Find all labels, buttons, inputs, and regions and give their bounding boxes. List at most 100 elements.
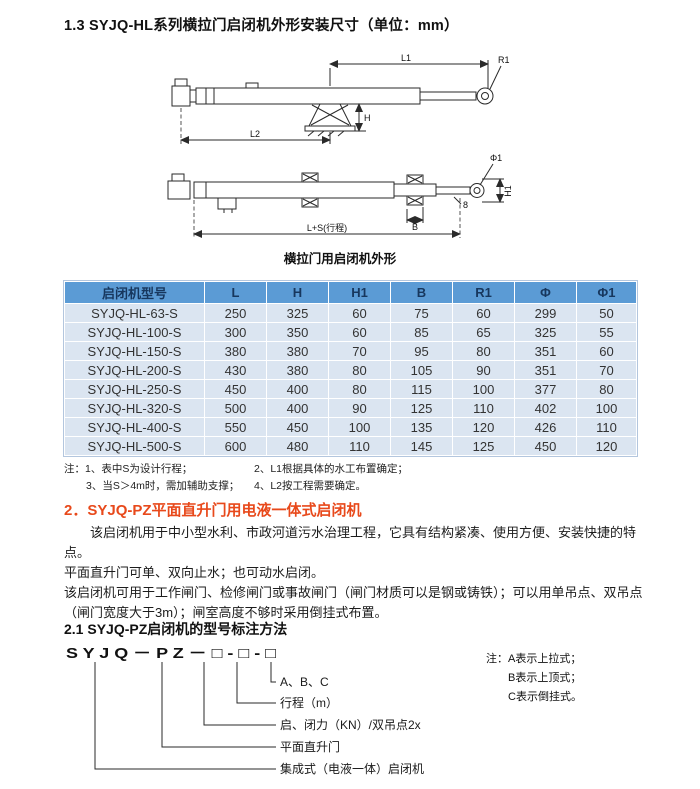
model-label-gate-type: 平面直升门 xyxy=(280,739,340,754)
dimension-cell: 60 xyxy=(328,322,391,342)
table-notes: 注：1、表中S为设计行程； 2、L1根据具体的水工布置确定； 3、当S＞4m时，… xyxy=(64,461,636,495)
dimension-cell: 125 xyxy=(452,436,515,456)
dimension-8: 8 xyxy=(453,196,468,210)
dimension-cell: 250 xyxy=(204,303,267,323)
dimension-cell: 380 xyxy=(266,341,329,361)
dimension-cell: 325 xyxy=(514,322,577,342)
dimension-cell: 145 xyxy=(390,436,453,456)
note-1: 注：1、表中S为设计行程； xyxy=(64,463,193,475)
dim-label-phi1: Φ1 xyxy=(490,153,502,163)
motor xyxy=(171,78,197,107)
dimension-cell: 90 xyxy=(452,360,515,380)
dimension-cell: 55 xyxy=(576,322,637,342)
dimension-h1: H1 xyxy=(482,178,513,203)
model-label-machine-type: 集成式（电液一体）启闭机 xyxy=(280,761,424,776)
dimension-cell: 100 xyxy=(328,417,391,437)
dimension-cell: 80 xyxy=(328,360,391,380)
guide-tube xyxy=(393,183,437,197)
dimension-cell: 400 xyxy=(266,379,329,399)
dimension-r1: R1 xyxy=(489,55,510,90)
dimension-cell: 100 xyxy=(576,398,637,418)
dimension-cell: 325 xyxy=(266,303,329,323)
dimension-cell: 450 xyxy=(514,436,577,456)
column-header: 启闭机型号 xyxy=(64,281,205,304)
dim-label-8: 8 xyxy=(463,200,468,210)
column-header: B xyxy=(390,281,453,304)
model-name-cell: SYJQ-HL-400-S xyxy=(64,417,205,437)
model-designation-diagram: S Y J Q － P Z － □ - □ - □ A、B、C 行程（m） 启、… xyxy=(66,645,424,776)
dimension-cell: 105 xyxy=(390,360,453,380)
dimension-cell: 70 xyxy=(576,360,637,380)
dim-label-h: H xyxy=(364,113,371,123)
dimension-cell: 400 xyxy=(266,398,329,418)
column-header: L xyxy=(204,281,267,304)
column-header: H1 xyxy=(328,281,391,304)
dim-label-l-plus-s: L+S(行程) xyxy=(307,222,347,233)
dimension-l2: L2 xyxy=(180,108,331,144)
model-code-connectors xyxy=(94,662,276,770)
column-header: Φ1 xyxy=(576,281,637,304)
model-name-cell: SYJQ-HL-320-S xyxy=(64,398,205,418)
motor xyxy=(167,173,191,200)
dimension-cell: 600 xyxy=(204,436,267,456)
dimension-cell: 110 xyxy=(452,398,515,418)
model-code: S Y J Q － P Z － □ - □ - □ xyxy=(66,645,276,662)
dimension-cell: 60 xyxy=(328,303,391,323)
dimension-cell: 450 xyxy=(204,379,267,399)
model-name-cell: SYJQ-HL-63-S xyxy=(64,303,205,323)
dimension-cell: 65 xyxy=(452,322,515,342)
dim-label-l2: L2 xyxy=(250,129,260,139)
dimension-cell: 90 xyxy=(328,398,391,418)
dimension-cell: 500 xyxy=(204,398,267,418)
dimension-cell: 351 xyxy=(514,360,577,380)
dimension-cell: 480 xyxy=(266,436,329,456)
dimension-cell: 120 xyxy=(452,417,515,437)
dimension-cell: 80 xyxy=(328,379,391,399)
dimension-cell: 351 xyxy=(514,341,577,361)
model-name-cell: SYJQ-HL-500-S xyxy=(64,436,205,456)
column-header: H xyxy=(266,281,329,304)
dimension-cell: 95 xyxy=(390,341,453,361)
dimension-cell: 120 xyxy=(576,436,637,456)
cylinder-body xyxy=(193,181,395,213)
dimension-h: H xyxy=(353,103,371,132)
note-row-2: 3、当S＞4m时，需加辅助支撑； 4、L2按工程需要确定。 xyxy=(64,478,636,495)
dimension-cell: 380 xyxy=(204,341,267,361)
note-4: 4、L2按工程需要确定。 xyxy=(254,480,367,492)
dimension-cell: 300 xyxy=(204,322,267,342)
dimension-cell: 85 xyxy=(390,322,453,342)
dim-label-h1: H1 xyxy=(503,185,513,197)
dimension-cell: 550 xyxy=(204,417,267,437)
dimension-cell: 115 xyxy=(390,379,453,399)
column-header: Φ xyxy=(514,281,577,304)
section-2-title: 2．SYJQ-PZ平面直升门用电液一体式启闭机 xyxy=(64,502,362,519)
dimension-cell: 426 xyxy=(514,417,577,437)
column-header: R1 xyxy=(452,281,515,304)
model-label-force: 启、闭力（KN）/双吊点2x xyxy=(280,718,421,732)
dimension-cell: 350 xyxy=(266,322,329,342)
dimension-cell: 377 xyxy=(514,379,577,399)
dimension-cell: 110 xyxy=(576,417,637,437)
dimension-b: B xyxy=(406,207,424,232)
cylinder-body xyxy=(195,82,421,105)
dimension-cell: 80 xyxy=(576,379,637,399)
note-row-1: 注：1、表中S为设计行程； 2、L1根据具体的水工布置确定； xyxy=(64,461,636,478)
dimension-cell: 430 xyxy=(204,360,267,380)
section-1-3-title: 1.3 SYJQ-HL系列横拉门启闭机外形安装尺寸（单位：mm） xyxy=(64,18,459,34)
dimension-phi1: Φ1 xyxy=(479,153,502,186)
model-code-side-note: 注：A表示上拉式； B表示上顶式； C表示倒挂式。 xyxy=(486,653,582,703)
mounting-flange-left xyxy=(301,172,319,208)
model-label-suffix: A、B、C xyxy=(280,675,329,689)
model-name-cell: SYJQ-HL-100-S xyxy=(64,322,205,342)
dimension-cell: 80 xyxy=(452,341,515,361)
